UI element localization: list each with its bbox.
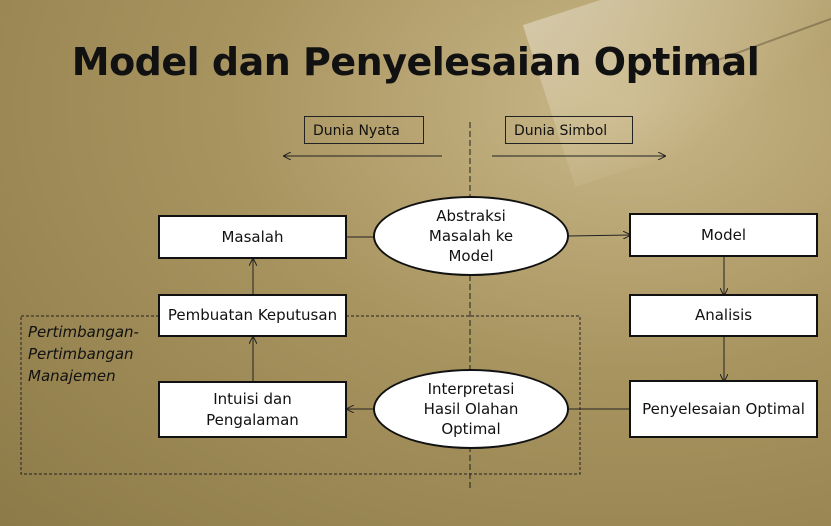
model-box: Model xyxy=(629,213,818,257)
abstraksi-to-model-arrow xyxy=(568,235,630,236)
side-note-line2: Pertimbangan xyxy=(28,344,139,366)
abstraksi-line2: Masalah ke xyxy=(429,226,513,246)
abstraksi-line1: Abstraksi xyxy=(429,206,513,226)
symbol-world-label: Dunia Simbol xyxy=(505,116,633,144)
pembuatan-keputusan-label: Pembuatan Keputusan xyxy=(168,305,337,326)
real-world-label: Dunia Nyata xyxy=(304,116,424,144)
analisis-label: Analisis xyxy=(695,305,752,326)
side-note-line3: Manajemen xyxy=(28,366,139,388)
abstraksi-line3: Model xyxy=(429,246,513,266)
penyelesaian-optimal-box: Penyelesaian Optimal xyxy=(629,380,818,438)
intuisi-label-line1: Intuisi dan xyxy=(206,389,299,410)
intuisi-pengalaman-box: Intuisi dan Pengalaman xyxy=(158,381,347,438)
abstraksi-ellipse: Abstraksi Masalah ke Model xyxy=(373,196,569,276)
masalah-label: Masalah xyxy=(221,227,283,248)
management-considerations-note: Pertimbangan- Pertimbangan Manajemen xyxy=(28,322,139,387)
intuisi-label-line2: Pengalaman xyxy=(206,410,299,431)
interpretasi-ellipse: Interpretasi Hasil Olahan Optimal xyxy=(373,369,569,449)
side-note-line1: Pertimbangan- xyxy=(28,322,139,344)
interpretasi-line2: Hasil Olahan xyxy=(424,399,519,419)
interpretasi-line1: Interpretasi xyxy=(424,379,519,399)
model-label: Model xyxy=(701,225,746,246)
pembuatan-keputusan-box: Pembuatan Keputusan xyxy=(158,294,347,337)
masalah-box: Masalah xyxy=(158,215,347,259)
analisis-box: Analisis xyxy=(629,294,818,337)
interpretasi-line3: Optimal xyxy=(424,419,519,439)
penyelesaian-optimal-label: Penyelesaian Optimal xyxy=(642,399,805,420)
